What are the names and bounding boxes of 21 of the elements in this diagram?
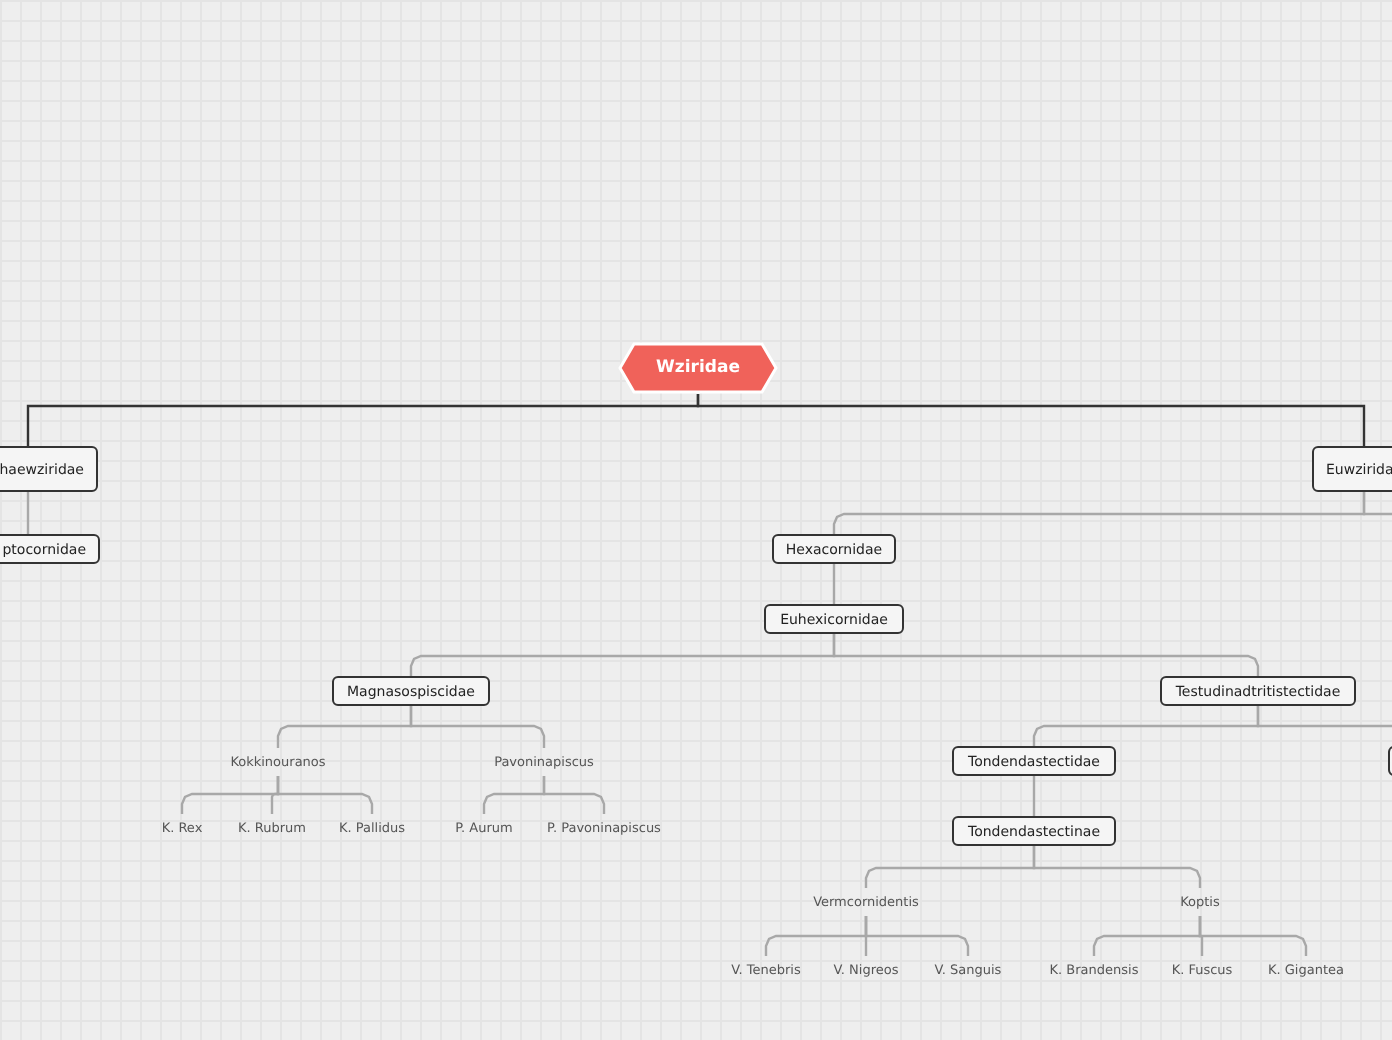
topic-box (0, 534, 100, 564)
topic-box (332, 676, 490, 706)
connector-line (832, 634, 1260, 676)
topic-box (764, 604, 904, 634)
topic-box (1160, 676, 1356, 706)
topic-box (0, 446, 98, 492)
connector-line (864, 916, 970, 956)
topic-box (772, 534, 896, 564)
connector-line (1032, 846, 1202, 888)
connector-line (832, 564, 836, 604)
connector-line (696, 394, 1366, 446)
connector-line (542, 776, 606, 814)
topic-box (952, 816, 1116, 846)
connector-line (1362, 492, 1392, 516)
root-topic-label: Wziridae (656, 358, 740, 378)
connector-line (1198, 916, 1308, 956)
connector-line (1032, 776, 1036, 816)
connector-line (409, 706, 546, 748)
connector-line (26, 492, 30, 534)
connector-line (276, 776, 374, 814)
topic-box (952, 746, 1116, 776)
